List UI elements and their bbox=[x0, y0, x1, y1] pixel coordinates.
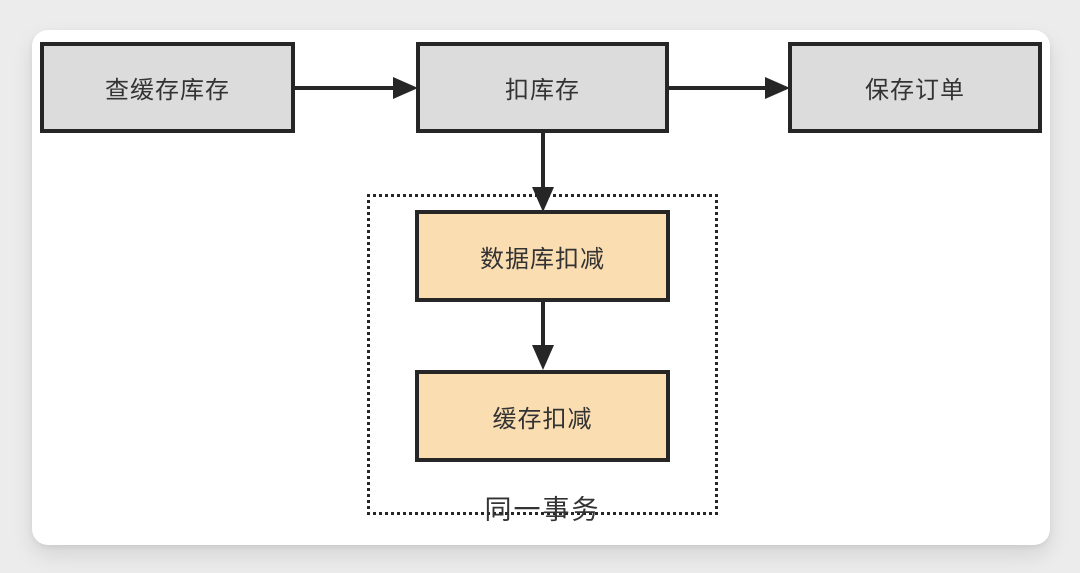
transaction-group-label: 同一事务 bbox=[484, 495, 601, 525]
node-check-cache-stock: 查缓存库存 bbox=[40, 42, 295, 133]
diagram-card: 查缓存库存 扣库存 保存订单 数据库扣减 缓存扣减 同一事务 bbox=[32, 30, 1050, 545]
arrow-deduct-to-save bbox=[669, 77, 790, 99]
node-cache-deduct: 缓存扣减 bbox=[415, 370, 670, 462]
node-save-order: 保存订单 bbox=[788, 42, 1042, 133]
node-db-deduct-label: 数据库扣减 bbox=[480, 245, 605, 273]
node-deduct-stock-label: 扣库存 bbox=[505, 77, 580, 104]
node-deduct-stock: 扣库存 bbox=[416, 42, 669, 133]
node-cache-deduct-label: 缓存扣减 bbox=[492, 405, 593, 433]
arrow-check-to-deduct bbox=[295, 77, 418, 99]
node-save-order-label: 保存订单 bbox=[865, 77, 965, 104]
node-check-cache-stock-label: 查缓存库存 bbox=[105, 77, 230, 104]
node-db-deduct: 数据库扣减 bbox=[415, 210, 670, 302]
